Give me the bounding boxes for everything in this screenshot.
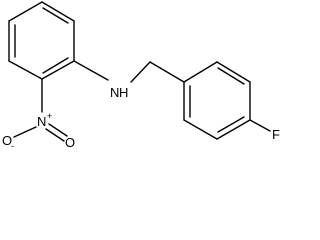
ring-bond [183,119,218,140]
ring-double-bond [217,116,245,133]
nitro-o-minus-label: O [2,133,12,148]
n-ch2-bond [130,61,151,83]
fluorophenyl-ring [183,61,251,140]
c-f-bond [249,119,271,132]
nitro-o-label: O [65,135,75,150]
ring-bond [8,1,43,22]
amine-h-label: H [119,85,128,100]
nitro-o-single-bond [13,126,37,138]
fluorine-label: F [272,127,280,142]
amine-n-label: N [110,85,119,100]
nitro-n-label: N [37,114,46,129]
nitroaniline-ring [8,1,75,80]
nitro-o-double-bond [48,123,68,137]
ring-bond [8,60,43,80]
ring-bond [41,60,75,80]
nitro-o-minus-charge: - [11,141,14,151]
ring-double-bond [42,57,69,74]
nitro-o-double-bond [45,128,65,142]
ring-bond [183,61,218,83]
ring-bond [41,1,75,22]
ring-bond [216,119,251,140]
ring-double-bond [217,67,245,85]
chemical-structure-diagram: N H N + O - O F [2,1,280,151]
ch2-ring-bond [149,61,185,83]
ring-bond [216,61,251,83]
ring-double-bond [42,7,69,24]
c-n-bond [73,60,109,81]
nitro-n-charge: + [47,111,52,121]
